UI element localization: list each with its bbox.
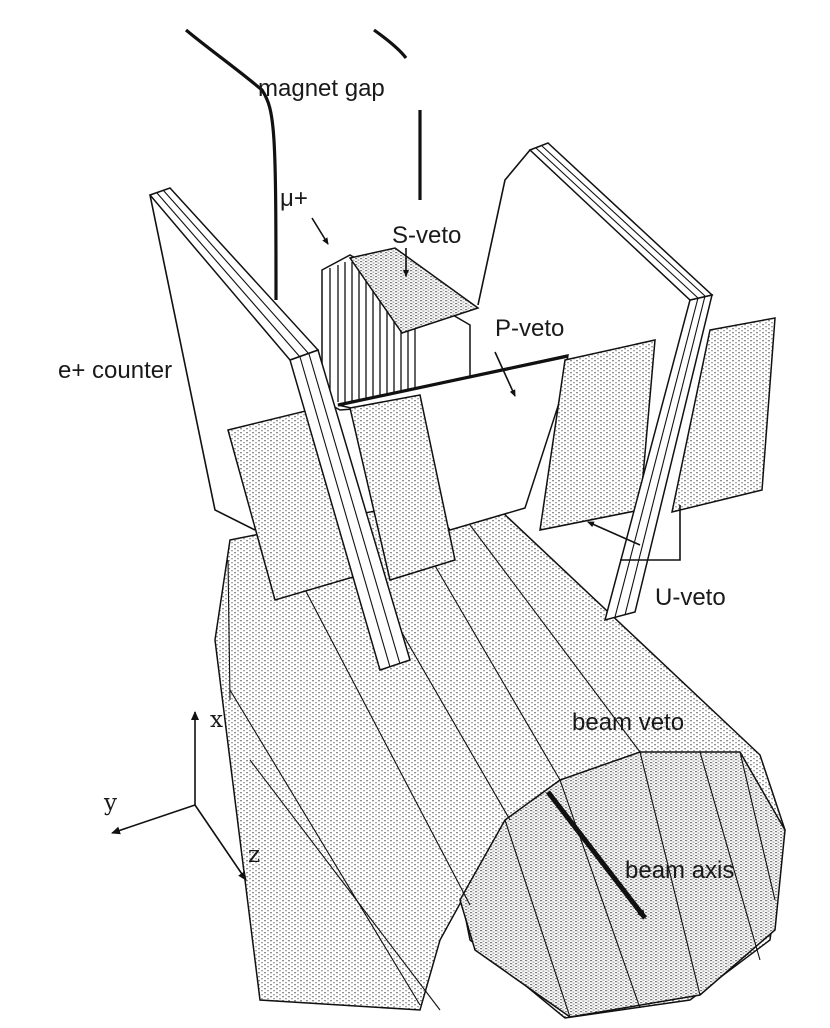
mu-plus-arrow <box>311 217 329 245</box>
beam-veto-label: beam veto <box>572 709 684 736</box>
coordinate-axes: x y z <box>103 707 260 881</box>
y-axis-label: y <box>103 790 117 816</box>
beam-veto-cylinder <box>214 499 786 1019</box>
x-axis-label: x <box>210 707 223 733</box>
magnet-gap-label: magnet gap <box>258 75 385 102</box>
beam-axis-arrow <box>546 790 647 920</box>
leader-arrows <box>311 217 516 397</box>
p-veto-arrow <box>494 351 516 397</box>
s-veto-label: S-veto <box>392 222 461 249</box>
right-counter-assembly <box>477 142 776 622</box>
z-axis-label: z <box>248 842 260 868</box>
p-veto-label: P-veto <box>495 315 564 342</box>
y-axis-arrow <box>111 804 196 835</box>
z-axis-arrow <box>194 804 247 881</box>
e-plus-counter-label: e+ counter <box>58 357 172 384</box>
component-labels: magnet gap μ+ S-veto P-veto e+ counter U… <box>58 75 734 884</box>
magnet-gap-lines <box>184 28 422 301</box>
mu-plus-label: μ+ <box>280 185 308 212</box>
u-veto-label: U-veto <box>655 584 726 611</box>
left-counter-assembly <box>148 187 456 671</box>
beam-axis-label: beam axis <box>625 857 734 884</box>
